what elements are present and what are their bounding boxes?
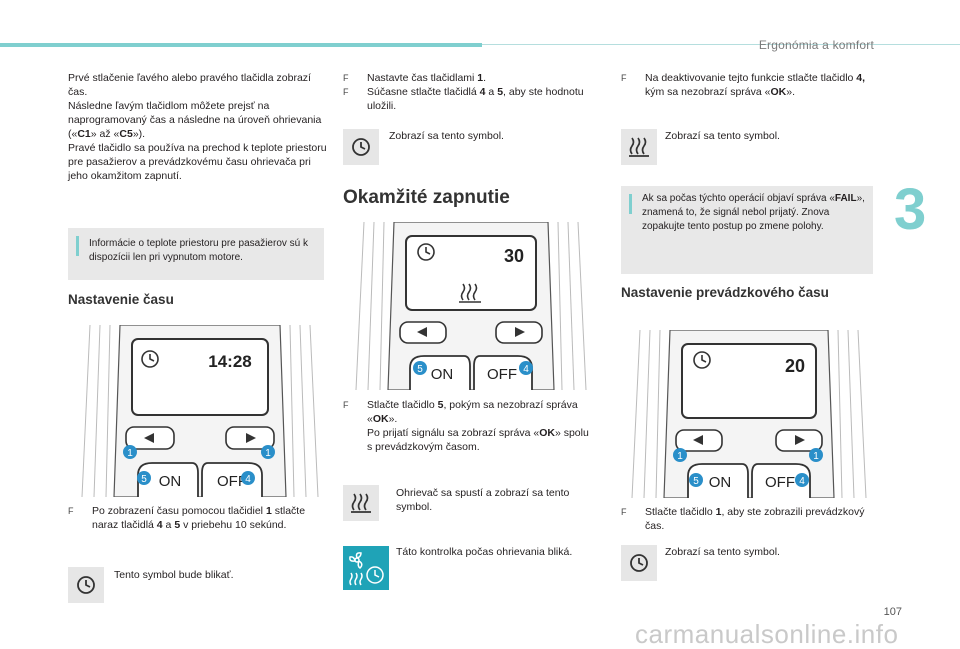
symbol-box-clock [343,129,379,165]
symbol-caption-off: Zobrazí sa tento symbol. [665,130,780,142]
section-title: Ergonómia a komfort [758,38,874,52]
badge-off: 4 [523,364,529,375]
info-icon [76,236,79,256]
intro-paragraph-2: Následne ľavým tlačidlom môžete prejsť n… [68,100,322,140]
heater-icon [629,137,649,157]
symbol-box-heater [621,129,657,165]
intro-paragraph-1: Prvé stlačenie ľavého alebo pravého tlač… [68,72,311,98]
clock-icon [417,243,435,261]
badge-left: 1 [127,448,133,459]
clock-icon [630,554,648,572]
badge-on: 5 [693,476,699,487]
info-box-temperature: Informácie o teplote priestoru pre pasaž… [68,228,324,280]
symbol-box-clock [68,567,104,603]
heading-time-setting: Nastavenie času [68,292,174,307]
info-box-fail: Ak sa počas týchto operácií objaví správ… [621,186,873,274]
remote-keypad-illustration-1: 14:28 1 1 ON OFF 5 4 [81,325,319,497]
off-label: OFF [765,474,795,491]
lamp-caption: Táto kontrolka počas ohrievania bliká. [396,546,573,558]
arrow-left-icon [693,435,703,445]
heading-immediate-start: Okamžité zapnutie [343,187,510,208]
badge-right: 1 [265,448,271,459]
badge-off: 4 [245,474,251,485]
arrow-right-icon [515,327,525,337]
arrow-left-icon [417,327,427,337]
badge-right: 1 [813,451,819,462]
header-rule [482,44,960,45]
badge-on: 5 [417,364,423,375]
keypad-display-time: 14:28 [208,352,251,371]
off-label: OFF [487,366,517,383]
header-accent-bar [0,43,482,47]
keypad-display-minutes: 30 [504,246,524,266]
on-label: ON [159,473,182,490]
symbol-caption-displayed: Zobrazí sa tento symbol. [389,130,504,142]
clock-icon [693,351,711,369]
page-number: 107 [883,606,902,618]
arrow-left-icon [144,433,154,443]
arrow-right-icon [795,435,805,445]
info-text: Informácie o teplote priestoru pre pasaž… [89,238,308,263]
info-icon [629,194,632,214]
clock-icon [77,576,95,594]
off-button[interactable] [751,463,811,498]
remote-keypad-illustration-3: 20 1 1 ON OFF 5 4 [631,330,867,498]
watermark: carmanualsonline.info [635,619,899,649]
badge-off: 4 [799,476,805,487]
fan-heater-clock-icon [349,552,384,586]
chapter-number: 3 [894,177,927,242]
info-fail-text: Ak sa počas týchto operácií objaví správ… [642,193,865,232]
intro-paragraph-3: Pravé tlačidlo sa používa na prechod k t… [68,142,327,182]
heater-icon [351,493,371,513]
off-label: OFF [217,473,247,490]
on-button[interactable] [137,462,199,497]
remote-keypad-illustration-2: 30 ON OFF 5 4 [355,222,587,390]
badge-left: 1 [677,451,683,462]
off-button[interactable] [473,355,533,390]
symbol-box-heater [343,485,379,521]
badge-on: 5 [141,474,147,485]
on-button[interactable] [687,463,749,498]
intro-text: Prvé stlačenie ľavého alebo pravého tlač… [68,71,328,183]
clock-icon [352,138,370,156]
on-label: ON [431,366,454,383]
clock-icon [141,350,159,368]
heading-operating-time: Nastavenie prevádzkového času [621,285,829,300]
heater-caption: Ohrievač sa spustí a zobrazí sa tento sy… [396,487,570,513]
symbol-box-lamp [343,546,389,590]
heater-icon [459,283,481,303]
on-label: ON [709,474,732,491]
symbol-caption-blink: Tento symbol bude blikať. [114,569,234,581]
symbol-box-clock [621,545,657,581]
keypad-display-duration: 20 [785,356,805,376]
symbol-caption-displayed-2: Zobrazí sa tento symbol. [665,546,780,558]
arrow-right-icon [246,433,256,443]
